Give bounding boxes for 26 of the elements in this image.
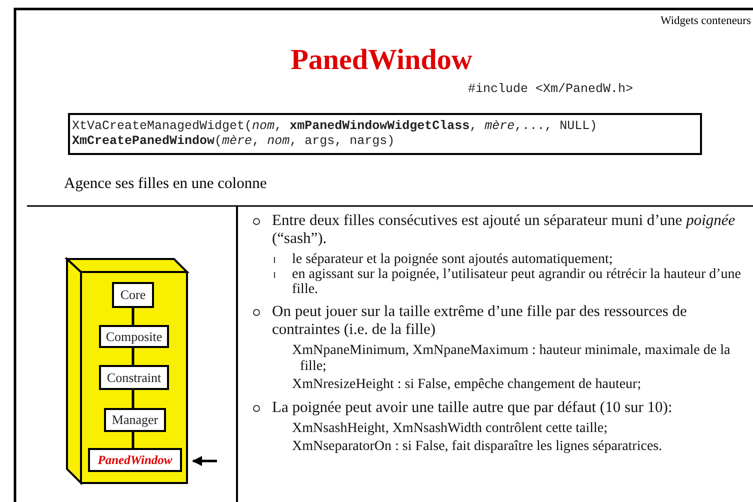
bullet-item: en agissant sur la poignée, l’utilisateur peut agrandir ou rétrécir la hauteur d’une fille. [250, 267, 750, 297]
header-text: Widgets conteneurs [660, 15, 751, 27]
code-line: XmCreatePanedWindow(mère, nom, args, nargs) [72, 134, 395, 149]
code-line: XtVaCreateManagedWidget(nom, xmPanedWindowWidgetClass, mère,..., NULL) [72, 119, 598, 134]
note-text: XmNseparatorOn : si False, fait disparaître les lignes séparatrices. [291, 439, 664, 455]
include-text: #include <Xm/PanedW.h> [468, 82, 634, 96]
note-text: XmNsashHeight, XmNsashWidth contrôlent cette taille; [291, 421, 609, 437]
class-box: Manager [104, 408, 166, 432]
connector-line [132, 390, 134, 408]
connector-line [132, 432, 134, 448]
title: PanedWindow [290, 44, 474, 77]
class-box: PanedWindow [88, 448, 182, 472]
class-box: Constraint [99, 365, 169, 390]
bullet-item: On peut jouer sur la taille extrême d’une fille par des ressources de contraintes (i.e. de la fille) [250, 303, 750, 339]
bullet-item: La poignée peut avoir une taille autre que par défaut (10 sur 10): [250, 399, 750, 417]
connector-line [132, 308, 134, 325]
connector-line [132, 348, 134, 365]
code-box [68, 113, 702, 155]
class-box: Composite [99, 325, 169, 348]
bullet-item: Entre deux filles consécutives est ajouté un séparateur muni d’une poignée (“sash”). [250, 212, 750, 248]
note-text: XmNresizeHeight : si False, empêche changement de hauteur; [291, 377, 642, 393]
note-text: XmNpaneMinimum, XmNpaneMaximum : hauteur minimale, maximale de la fille; [291, 343, 732, 375]
subtitle: Agence ses filles en une colonne [64, 175, 267, 193]
bullet-item: le séparateur et la poignée sont ajoutés automatiquement; [250, 252, 750, 267]
arrow [192, 456, 217, 466]
class-box: Core [112, 282, 154, 308]
